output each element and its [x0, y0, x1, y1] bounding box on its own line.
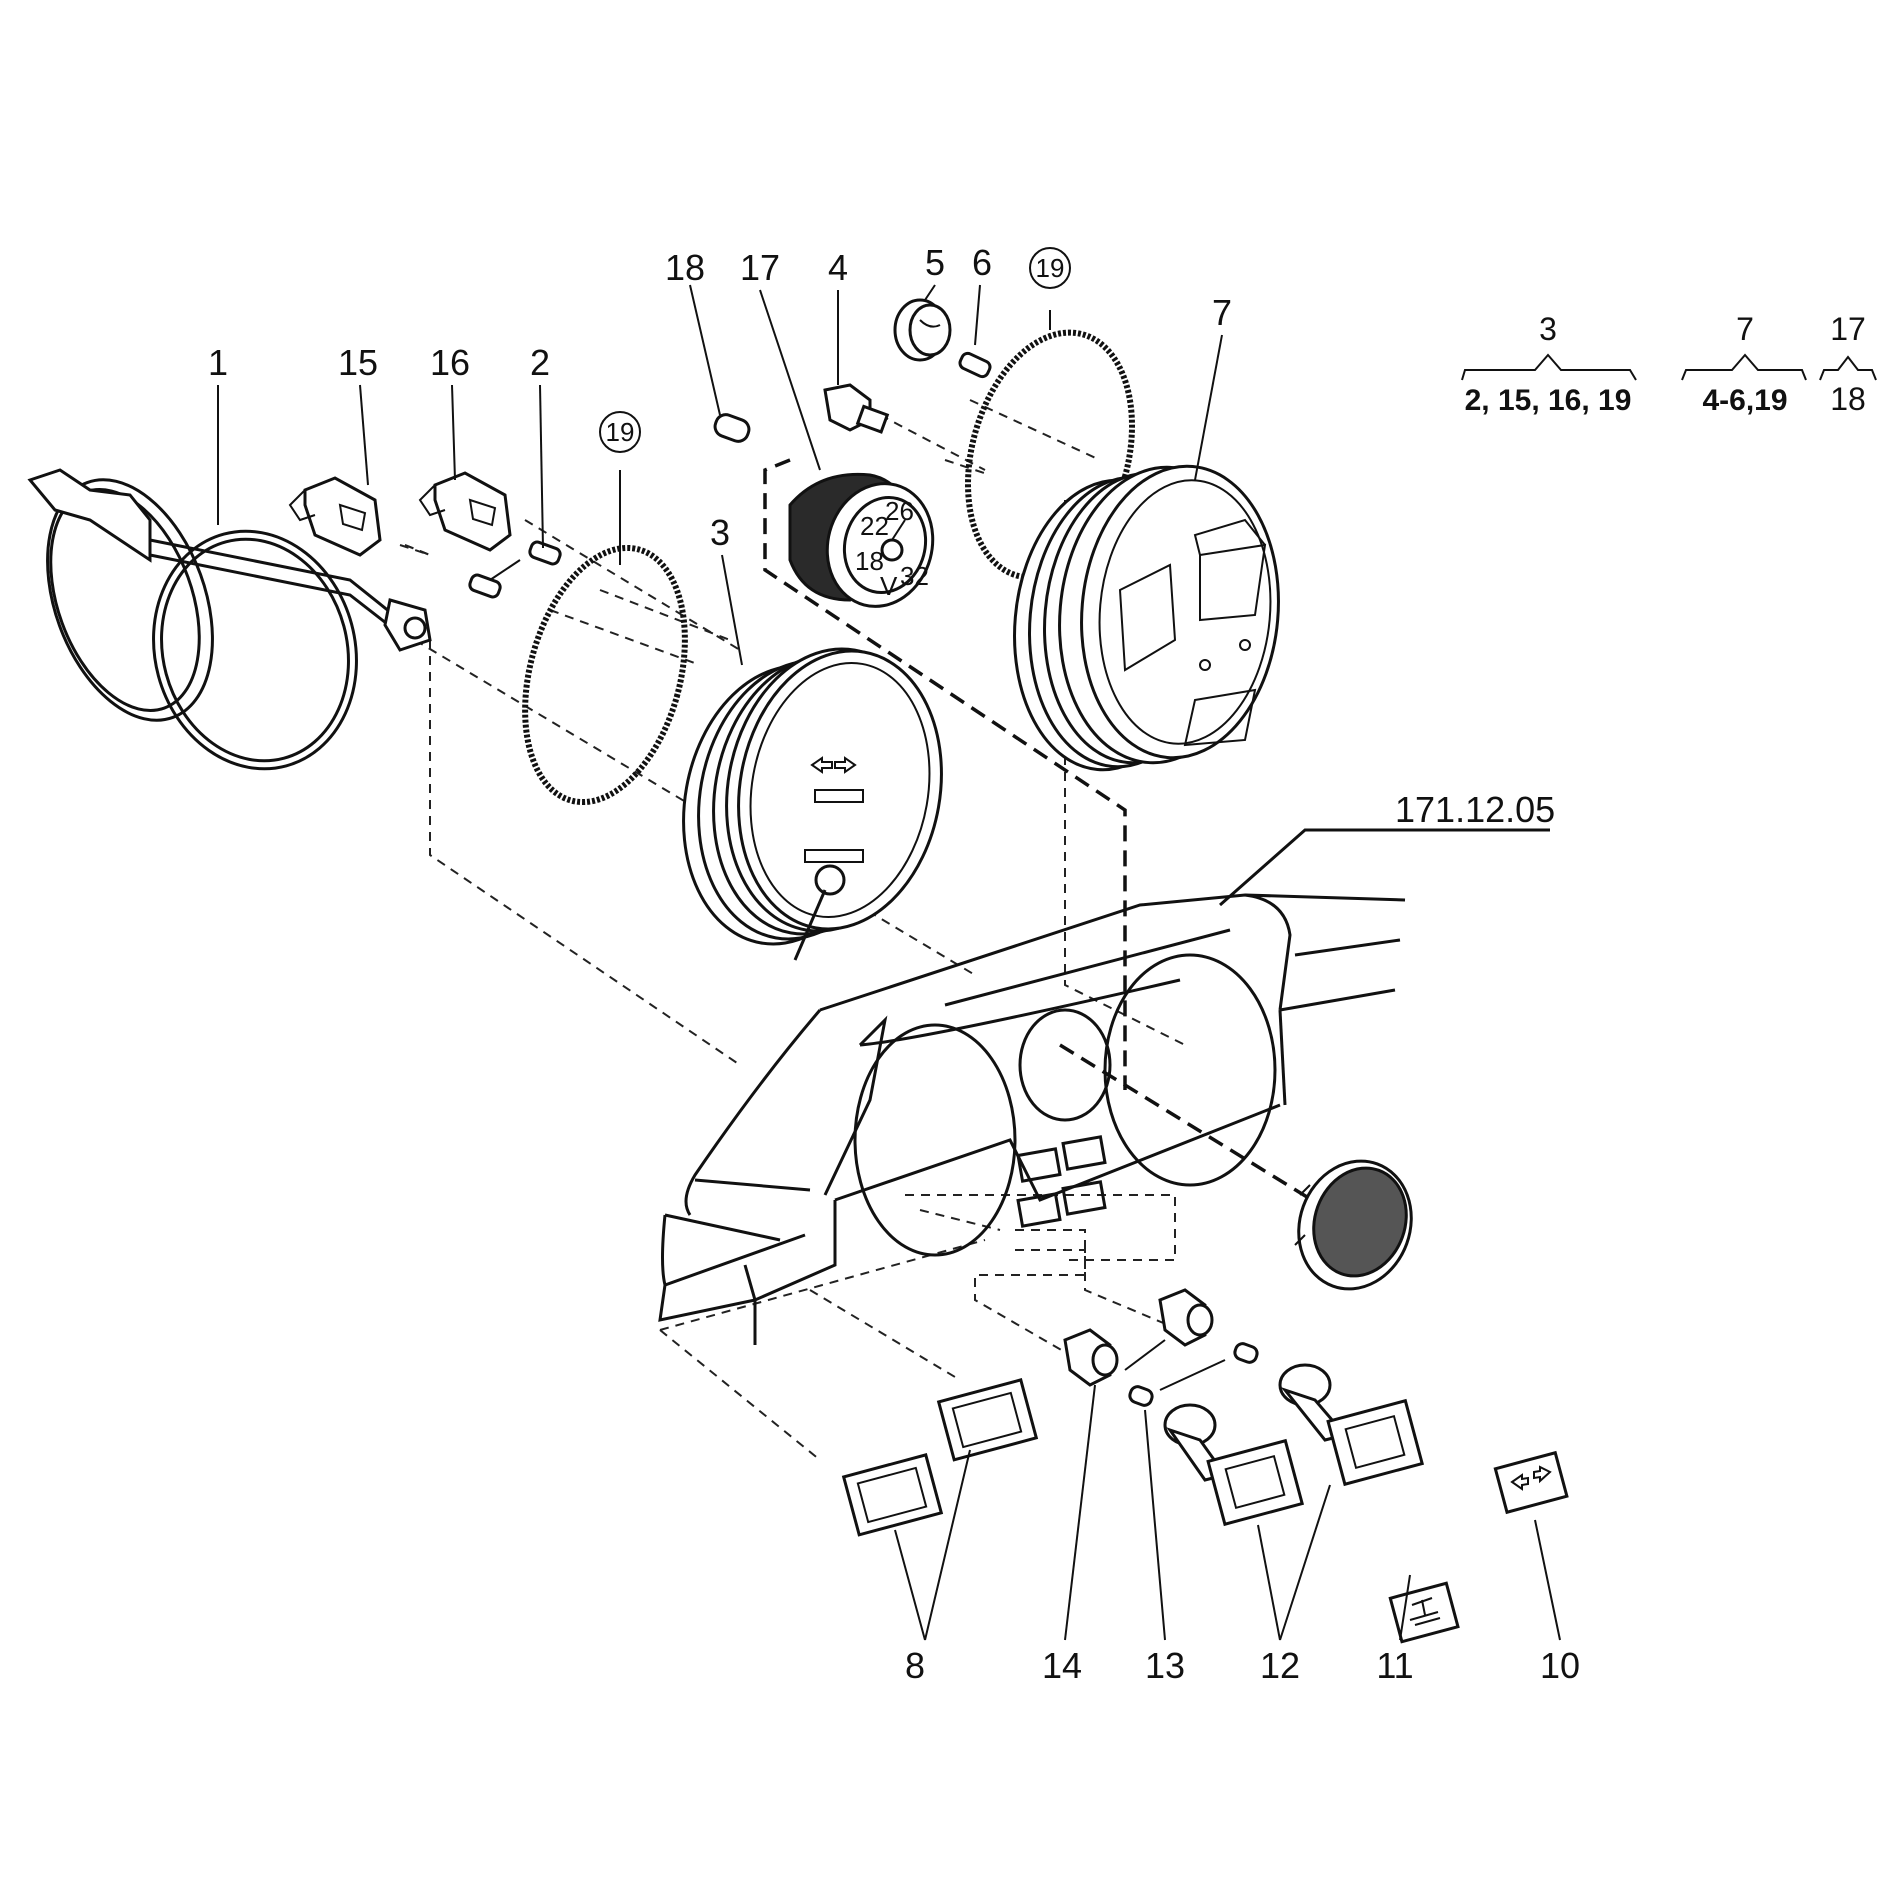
callout-10: 10 — [1540, 1645, 1580, 1686]
socket-5 — [893, 298, 952, 362]
bulb-holder-15 — [288, 476, 382, 557]
circle-marker-19b — [1029, 247, 1071, 289]
bulb-6 — [958, 351, 992, 379]
voltmeter-gauge: 22 26 18 32 V — [788, 472, 935, 608]
voltmeter-fitting-line — [763, 458, 1321, 1207]
reference-label: 171.12.05 — [1395, 789, 1555, 830]
group-17: 17 18 — [1819, 311, 1877, 417]
group-3: 3 2, 15, 16, 19 — [1461, 311, 1637, 417]
bulb-socket-4 — [823, 383, 890, 434]
o-ring-19-right — [965, 329, 1135, 581]
circle-marker-19a — [599, 411, 641, 453]
callout-1: 1 — [208, 342, 228, 383]
mesh-grille-icon — [1294, 1159, 1413, 1291]
voltmeter-unit: V — [880, 571, 898, 601]
combination-gauge — [1013, 464, 1280, 772]
voltmeter-scale-26: 26 — [885, 496, 914, 526]
speedometer-gauge — [682, 647, 943, 961]
callout-8: 8 — [905, 1645, 925, 1686]
leader-lines — [217, 284, 1561, 1641]
callout-4: 4 — [828, 247, 848, 288]
callout-17: 17 — [740, 247, 780, 288]
callout-7: 7 — [1212, 292, 1232, 333]
turn-arrows-icon — [810, 756, 857, 774]
dashboard-panel — [658, 893, 1406, 1345]
bulb-holder-16 — [418, 471, 512, 552]
lamp-housing-12 — [1163, 1363, 1425, 1527]
speedometer-cable — [27, 468, 432, 771]
voltmeter-scale-22: 22 — [860, 511, 889, 541]
lens-8 — [841, 1378, 1039, 1537]
bulb-13 — [1128, 1342, 1259, 1407]
group-17-children: 18 — [1830, 381, 1866, 417]
callout-15: 15 — [338, 342, 378, 383]
group-3-children: 2, 15, 16, 19 — [1465, 384, 1632, 417]
callout-19-right: 19 — [1036, 253, 1065, 283]
group-7-parent: 7 — [1736, 311, 1754, 347]
group-7-children: 4-6,19 — [1702, 384, 1787, 417]
callout-11: 11 — [1376, 1645, 1413, 1686]
callout-3: 3 — [710, 512, 730, 553]
callout-19-left: 19 — [606, 417, 635, 447]
callout-2: 2 — [530, 342, 550, 383]
group-17-parent: 17 — [1830, 311, 1866, 347]
callout-6: 6 — [972, 242, 992, 283]
turn-signal-lens — [1493, 1450, 1569, 1515]
voltmeter-scale-18: 18 — [855, 546, 884, 576]
assembly-group-legend: 3 2, 15, 16, 19 7 4-6,19 17 18 — [1461, 311, 1877, 417]
voltmeter-scale-32: 32 — [900, 561, 929, 591]
callout-14: 14 — [1042, 1645, 1082, 1686]
group-7: 7 4-6,19 — [1681, 311, 1807, 417]
o-ring-19-left — [522, 544, 688, 806]
callout-18: 18 — [665, 247, 705, 288]
bulb-2 — [468, 540, 562, 599]
callout-numbers: 1 15 16 2 19 3 18 17 4 5 6 19 7 8 14 13 … — [208, 242, 1580, 1686]
callout-5: 5 — [925, 242, 945, 283]
callout-13: 13 — [1145, 1645, 1185, 1686]
callout-12: 12 — [1260, 1645, 1300, 1686]
bulb-18 — [713, 413, 751, 443]
callout-16: 16 — [430, 342, 470, 383]
group-3-parent: 3 — [1539, 311, 1557, 347]
indicator-socket-14 — [1063, 1288, 1214, 1387]
